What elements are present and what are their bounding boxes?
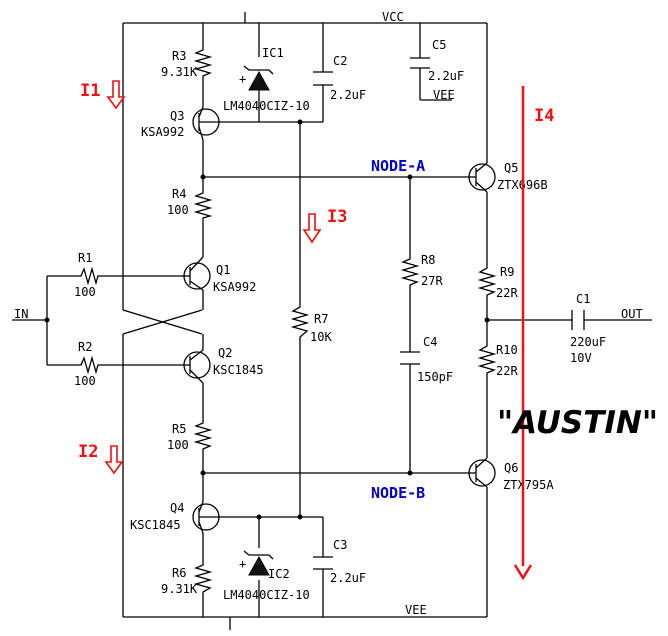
r6-value: 9.31K	[161, 582, 198, 596]
resistor-r2: R2 100	[74, 340, 100, 388]
r2-name: R2	[78, 340, 92, 354]
current-i2: I2	[78, 442, 124, 475]
c1-value: 220uF	[570, 335, 606, 349]
resistor-r9: R9 22R	[477, 264, 518, 300]
r8-value: 27R	[421, 274, 443, 288]
q6-name: Q6	[504, 461, 518, 475]
resistor-r7: R7 10K	[290, 303, 332, 344]
c4-value: 150pF	[417, 370, 453, 384]
q2-name: Q2	[218, 346, 232, 360]
r7-name: R7	[314, 312, 328, 326]
zener-ic1: + IC1 LM4040CIZ-10	[223, 46, 310, 113]
q4-name: Q4	[170, 501, 184, 515]
capacitor-c5: C5 2.2uF	[410, 38, 464, 83]
q3-name: Q3	[170, 109, 184, 123]
r10-name: R10	[496, 343, 518, 357]
q1-part: KSA992	[213, 280, 256, 294]
ic2-name: IC2	[268, 567, 290, 581]
resistor-r5: R5 100	[167, 420, 213, 452]
i4-label: I4	[534, 106, 554, 126]
capacitor-c4: C4 150pF	[400, 335, 453, 384]
vee-top-label: VEE	[433, 88, 455, 102]
c2-name: C2	[333, 54, 347, 68]
q3-part: KSA992	[141, 125, 184, 139]
i2-label: I2	[78, 442, 98, 462]
in-label: IN	[14, 307, 28, 321]
design-title: "AUSTIN"	[497, 405, 658, 441]
q2-part: KSC1845	[213, 363, 264, 377]
transistor-q5: Q5 ZTX696B	[468, 161, 548, 193]
resistor-r6: R6 9.31K	[161, 562, 213, 596]
out-label: OUT	[621, 307, 643, 321]
transistor-q6: Q6 ZTX795A	[468, 457, 554, 492]
vcc-label: VCC	[382, 10, 404, 24]
q1-name: Q1	[216, 263, 230, 277]
r7-value: 10K	[310, 330, 332, 344]
r3-name: R3	[172, 49, 186, 63]
vee-bottom-label: VEE	[405, 603, 427, 617]
r1-value: 100	[74, 285, 96, 299]
capacitor-c3: C3 2.2uF	[313, 538, 366, 585]
q5-name: Q5	[504, 161, 518, 175]
q6-part: ZTX795A	[503, 478, 554, 492]
r9-value: 22R	[496, 286, 518, 300]
transistor-q2: Q2 KSC1845	[183, 346, 264, 384]
node-a-label: NODE-A	[371, 157, 425, 175]
c1-voltage: 10V	[570, 351, 592, 365]
r4-name: R4	[172, 187, 186, 201]
c3-name: C3	[333, 538, 347, 552]
c2-value: 2.2uF	[330, 88, 366, 102]
svg-text:+: +	[239, 72, 246, 86]
i3-label: I3	[327, 207, 347, 227]
resistor-r4: R4 100	[167, 187, 213, 220]
c4-name: C4	[423, 335, 437, 349]
current-i1: I1	[80, 80, 126, 110]
r6-name: R6	[172, 566, 186, 580]
resistor-r8: R8 27R	[400, 253, 443, 288]
r2-value: 100	[74, 374, 96, 388]
ic1-part: LM4040CIZ-10	[223, 99, 310, 113]
ic1-name: IC1	[262, 46, 284, 60]
wiring	[12, 12, 652, 630]
transistor-q1: Q1 KSA992	[183, 256, 256, 294]
resistor-r1: R1 100	[74, 251, 100, 299]
r10-value: 22R	[496, 364, 518, 378]
capacitor-c2: C2 2.2uF	[313, 54, 366, 102]
capacitor-c1: C1 220uF 10V	[570, 292, 606, 365]
node-b-label: NODE-B	[371, 484, 425, 502]
r1-name: R1	[78, 251, 92, 265]
resistor-r10: R10 22R	[477, 342, 518, 378]
current-i4: I4	[513, 86, 554, 581]
transistor-q3: Q3 KSA992	[141, 106, 220, 141]
ic2-part: LM4040CIZ-10	[223, 588, 310, 602]
r9-name: R9	[500, 265, 514, 279]
r4-value: 100	[167, 203, 189, 217]
junctions	[44, 119, 490, 520]
c3-value: 2.2uF	[330, 571, 366, 585]
q4-part: KSC1845	[130, 518, 181, 532]
resistor-r3: R3 9.31K	[161, 47, 213, 79]
current-i3: I3	[302, 207, 347, 244]
r5-name: R5	[172, 422, 186, 436]
i1-label: I1	[80, 81, 100, 101]
r8-name: R8	[421, 253, 435, 267]
c5-value: 2.2uF	[428, 69, 464, 83]
zener-ic2: + IC2 LM4040CIZ-10	[223, 550, 310, 602]
transistor-q4: Q4 KSC1845	[130, 501, 220, 534]
r5-value: 100	[167, 438, 189, 452]
svg-text:+: +	[239, 557, 246, 571]
c5-name: C5	[432, 38, 446, 52]
r3-value: 9.31K	[161, 65, 198, 79]
c1-name: C1	[576, 292, 590, 306]
